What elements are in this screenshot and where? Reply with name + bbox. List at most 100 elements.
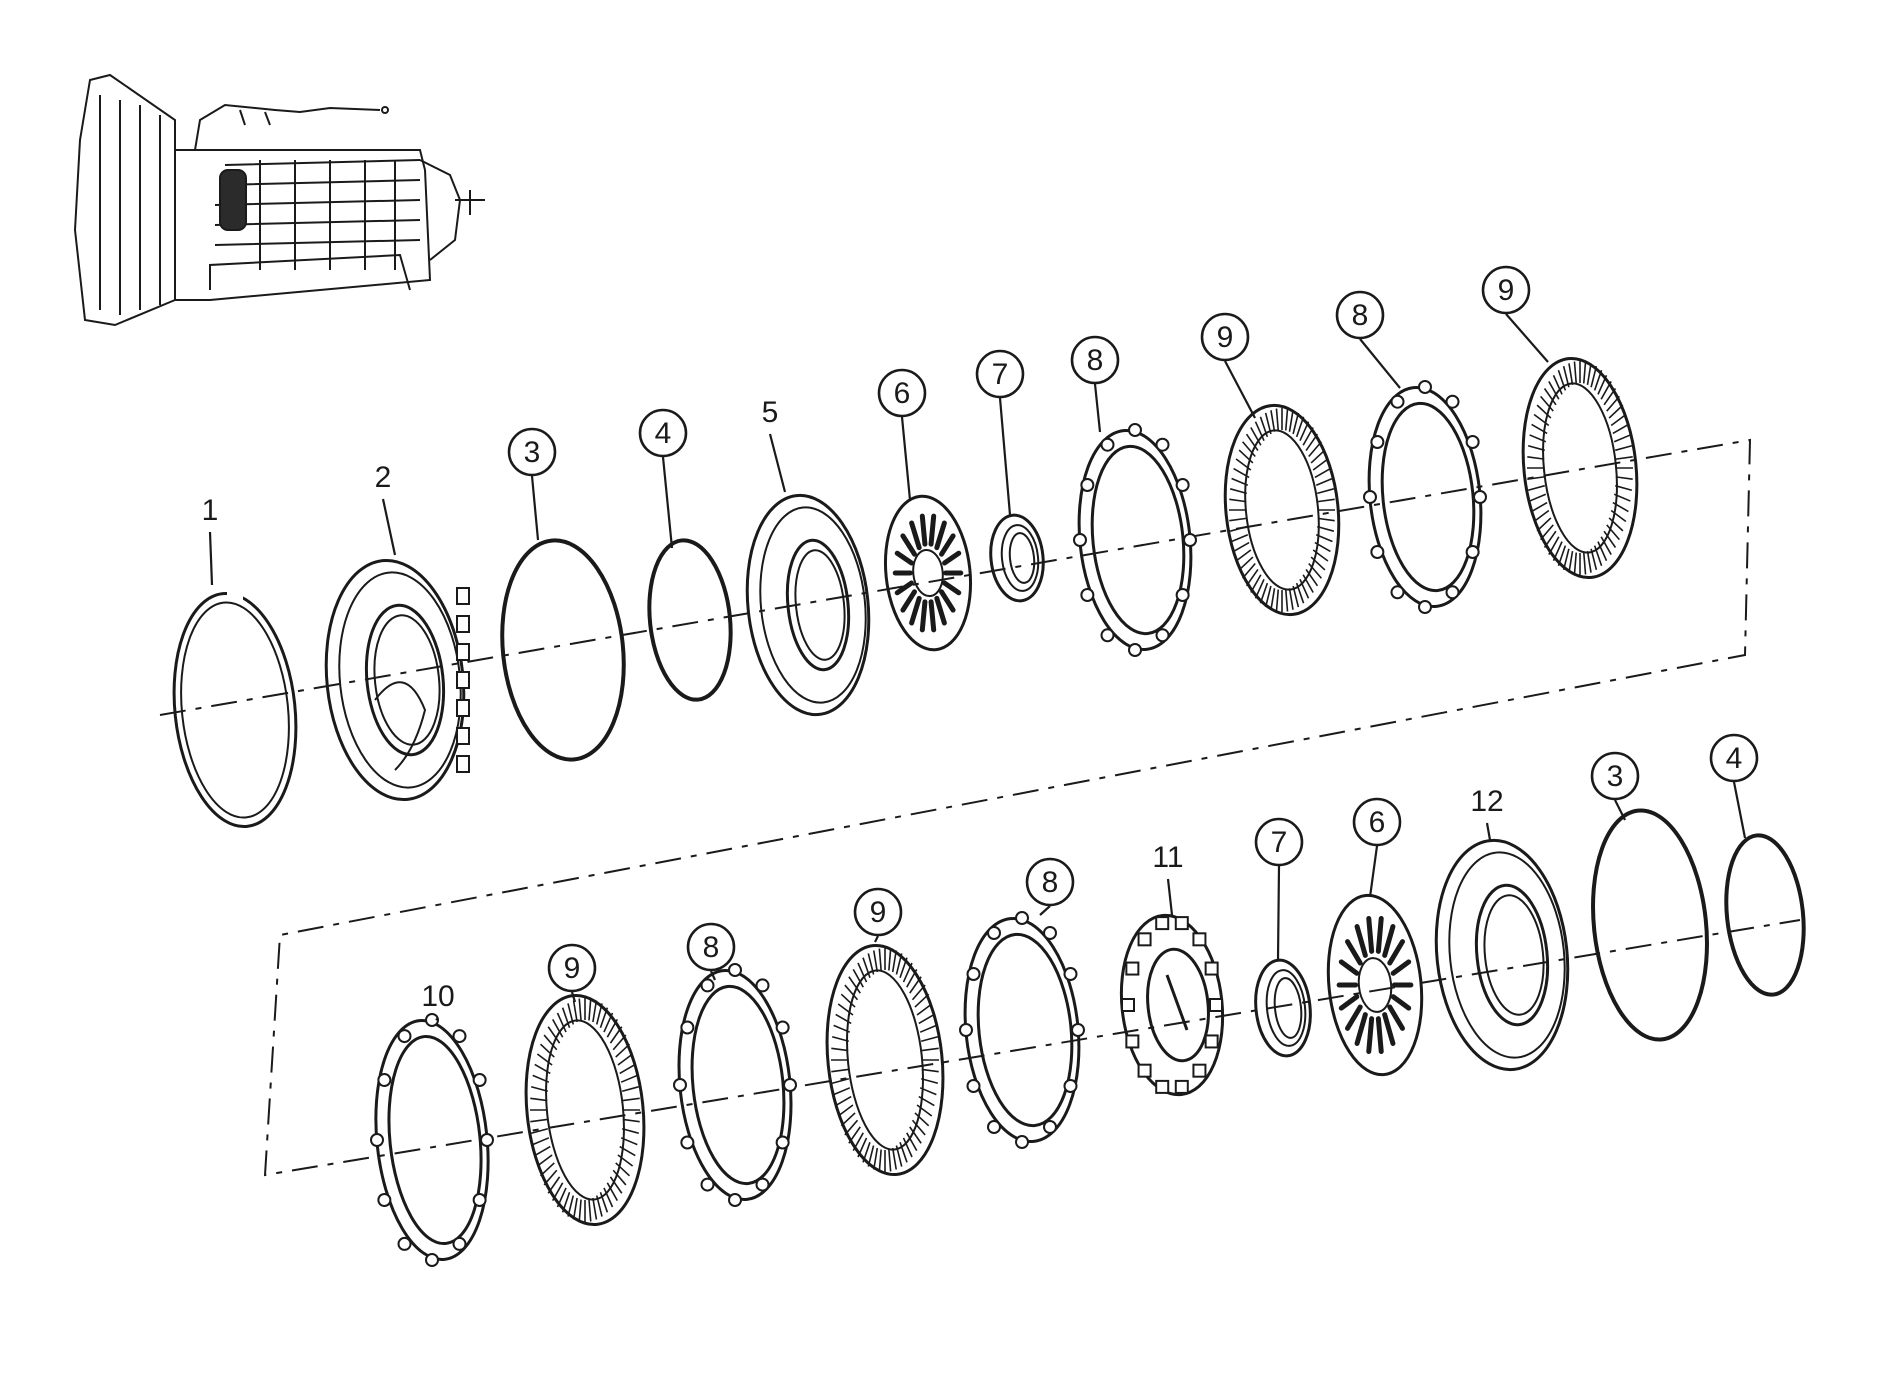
label-circle — [1254, 817, 1304, 867]
part-label-3: 3 — [1590, 751, 1640, 801]
part-number: 3 — [524, 436, 541, 469]
assembly-axis-line — [159, 438, 1801, 1177]
part-number: 4 — [655, 417, 672, 450]
part-number: 8 — [703, 931, 720, 964]
part-number: 11 — [1152, 841, 1183, 874]
label-circle — [1025, 857, 1075, 907]
label-circle — [877, 368, 927, 418]
leader-line — [1093, 383, 1102, 433]
part-label-8: 8 — [686, 922, 736, 972]
part-o-ring — [647, 538, 733, 702]
part-snap-ring — [1254, 958, 1312, 1058]
label-circle — [1070, 335, 1120, 385]
transmission-assembly-icon — [73, 73, 485, 327]
leader-line — [208, 531, 214, 586]
leader-line — [1614, 799, 1626, 821]
part-number: 9 — [564, 952, 581, 985]
part-number: 8 — [1352, 299, 1369, 332]
part-pressure-plate — [370, 1013, 494, 1267]
part-friction-plate — [825, 943, 945, 1177]
label-circle — [1352, 797, 1402, 847]
part-piston — [1434, 838, 1570, 1072]
part-label-1: 1 — [202, 494, 219, 527]
part-piston-housing — [324, 558, 470, 802]
label-circle — [1200, 312, 1250, 362]
part-number: 1 — [202, 494, 219, 527]
part-label-7: 7 — [1254, 817, 1304, 867]
label-circle — [975, 349, 1025, 399]
leader-line — [998, 397, 1012, 516]
leader-line — [381, 498, 397, 556]
leader-line — [1224, 360, 1256, 419]
part-o-ring — [500, 538, 626, 762]
part-split-ring — [172, 587, 298, 829]
part-label-4: 4 — [1709, 733, 1759, 783]
part-friction-plate — [1521, 356, 1639, 580]
part-number: 4 — [1726, 742, 1743, 775]
part-friction-plate — [524, 993, 646, 1227]
part-friction-plate — [1223, 403, 1341, 617]
part-label-9: 9 — [547, 943, 597, 993]
label-circle — [1335, 290, 1385, 340]
part-number: 2 — [375, 461, 392, 494]
part-number: 8 — [1087, 344, 1104, 377]
leader-line — [874, 935, 879, 943]
leader-line — [530, 475, 540, 541]
part-o-ring — [1591, 808, 1709, 1042]
label-circle — [686, 922, 736, 972]
leader-line — [1368, 845, 1379, 898]
leader-line — [709, 970, 717, 981]
part-label-12: 12 — [1470, 785, 1503, 818]
label-circle — [638, 408, 688, 458]
part-number: 8 — [1042, 866, 1059, 899]
part-number: 7 — [992, 358, 1009, 391]
label-circle — [1481, 265, 1531, 315]
part-label-9: 9 — [1200, 312, 1250, 362]
leader-line — [900, 416, 912, 501]
part-label-4: 4 — [638, 408, 688, 458]
part-number: 6 — [1369, 806, 1386, 839]
leader-line — [1039, 905, 1051, 916]
leader-line — [435, 1017, 439, 1021]
part-steel-plate — [959, 911, 1085, 1149]
part-number: 6 — [894, 377, 911, 410]
part-label-7: 7 — [975, 349, 1025, 399]
part-number: 5 — [762, 396, 779, 429]
part-number: 3 — [1607, 760, 1624, 793]
label-circle — [1709, 733, 1759, 783]
part-label-9: 9 — [1481, 265, 1531, 315]
part-piston — [745, 493, 871, 717]
part-number: 7 — [1271, 826, 1288, 859]
part-steel-plate — [1073, 423, 1197, 657]
part-label-2: 2 — [375, 461, 392, 494]
leader-line — [768, 433, 787, 493]
leader-line — [1485, 822, 1492, 841]
part-number: 10 — [421, 980, 454, 1013]
part-clutch-hub — [1119, 913, 1225, 1097]
part-label-6: 6 — [1352, 797, 1402, 847]
part-label-3: 3 — [507, 427, 557, 477]
part-label-8: 8 — [1335, 290, 1385, 340]
part-label-8: 8 — [1070, 335, 1120, 385]
part-steel-plate — [673, 963, 797, 1207]
part-label-9: 9 — [853, 887, 903, 937]
part-snap-ring — [989, 513, 1045, 603]
part-label-5: 5 — [762, 396, 779, 429]
label-circle — [1590, 751, 1640, 801]
part-label-8: 8 — [1025, 857, 1075, 907]
label-circle — [853, 887, 903, 937]
label-circle — [547, 943, 597, 993]
part-label-11: 11 — [1152, 841, 1183, 874]
part-number: 9 — [870, 896, 887, 929]
leader-line — [1505, 313, 1549, 363]
leader-line — [1276, 865, 1281, 961]
part-spring-plate — [883, 494, 973, 652]
part-number: 9 — [1498, 274, 1515, 307]
part-label-10: 10 — [421, 980, 454, 1013]
part-number: 9 — [1217, 321, 1234, 354]
leader-line — [570, 991, 577, 1003]
part-number: 12 — [1470, 785, 1503, 818]
part-spring-plate — [1326, 893, 1424, 1077]
leader-line — [1732, 781, 1747, 839]
